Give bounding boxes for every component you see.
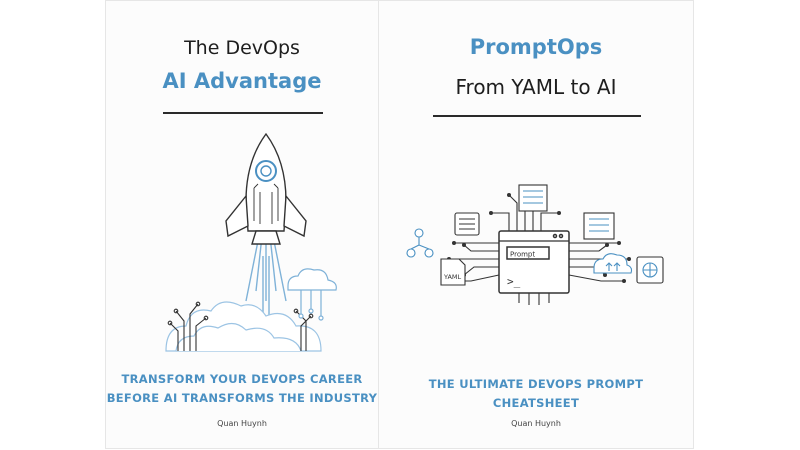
circuit-connectors [449,194,629,305]
base-clouds [165,301,322,352]
server-icon [518,184,548,212]
prompt-label: Prompt [510,251,535,259]
subtitle-line-2: CHEATSHEET [492,396,580,410]
rocket-icon [225,132,307,245]
cover-author: Quan Huynh [217,419,267,428]
subtitle-line-1: TRANSFORM YOUR DEVOPS CAREER [121,372,363,386]
cover-title-line-1: The DevOps [184,37,300,59]
cloud-icon [287,268,337,321]
rocket-launch-illustration [165,132,337,352]
exhaust-trail [245,235,287,316]
cover-title-line-2: From YAML to AI [455,75,617,99]
subtitle-line-2: BEFORE AI TRANSFORMS THE INDUSTRY [106,391,378,405]
book-cover-devops-ai-advantage[interactable]: The DevOps AI Advantage [105,0,379,449]
cover-subtitle: TRANSFORM YOUR DEVOPS CAREER BEFORE AI T… [106,370,378,408]
cover-title-line-1: PromptOps [469,35,603,59]
yaml-file-icon: YAML [440,258,466,286]
prompt-network-illustration: YAML Prompt >_ [406,184,664,305]
workflow-icon [406,228,434,258]
subtitle-line-1: THE ULTIMATE DEVOPS PROMPT [428,377,644,391]
prompt-window-icon: Prompt >_ [498,230,570,294]
ai-chip-icon [636,256,664,284]
server-icon [583,212,615,240]
cover-subtitle: THE ULTIMATE DEVOPS PROMPT CHEATSHEET [379,375,693,413]
cloud-upload-icon [593,253,633,274]
database-icon [454,212,480,236]
yaml-label: YAML [443,273,462,281]
cover-author: Quan Huynh [511,419,561,428]
title-divider [433,115,641,117]
title-divider [163,112,323,114]
book-cover-promptops[interactable]: PromptOps From YAML to AI [378,0,694,449]
cover-title-line-2: AI Advantage [162,69,322,93]
terminal-prompt: >_ [507,275,521,288]
